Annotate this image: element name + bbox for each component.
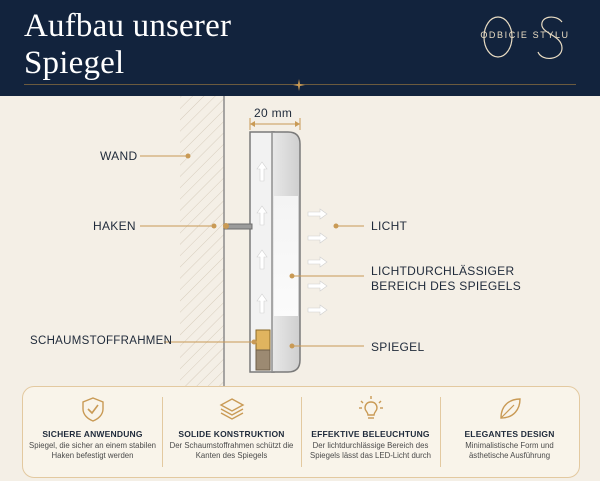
feature-title: SOLIDE KONSTRUKTION xyxy=(178,429,285,439)
label-lichtdurch-1: LICHTDURCHLÄSSIGER xyxy=(371,264,515,278)
label-schaumstoff: SCHAUMSTOFFRAHMEN xyxy=(30,335,173,347)
wall-hatching xyxy=(180,96,224,386)
logo-monogram-icon xyxy=(483,16,563,59)
title-line-2: Spiegel xyxy=(24,45,125,81)
feature-desc: Der lichtdurchlässige Bereich des Spiege… xyxy=(310,441,431,460)
feature-title: EFFEKTIVE BELEUCHTUNG xyxy=(311,429,430,439)
feature-title: SICHERE ANWENDUNG xyxy=(42,429,143,439)
foam-block xyxy=(255,329,271,351)
feature-title: ELEGANTES DESIGN xyxy=(464,429,555,439)
label-wand: WAND xyxy=(100,149,138,163)
leader-lines xyxy=(140,155,364,347)
label-lichtdurch-2: BEREICH DES SPIEGELS xyxy=(371,279,522,293)
logo-wordmark: ODBICIE STYLU xyxy=(480,30,570,40)
feature-solid-construction: SOLIDE KONSTRUKTION Der Schaumstoffrahme… xyxy=(162,387,301,477)
feature-safe-use: SICHERE ANWENDUNG Spiegel, die sicher an… xyxy=(23,387,162,477)
divider xyxy=(301,397,302,467)
lightbulb-icon xyxy=(359,396,383,419)
feature-desc: Der Schaumstoffrahmen schützt die Kanten… xyxy=(169,441,294,460)
layers-icon xyxy=(219,398,245,420)
light-rays xyxy=(307,208,328,316)
header-banner: Aufbau unserer Spiegel ODBICIE STYLU xyxy=(0,0,600,96)
page-title: Aufbau unserer Spiegel xyxy=(24,8,231,82)
divider xyxy=(162,397,163,467)
led-arrows xyxy=(256,161,268,314)
brand-logo: ODBICIE STYLU xyxy=(470,10,580,66)
shield-check-icon xyxy=(82,397,104,422)
divider xyxy=(440,397,441,467)
feature-design: ELEGANTES DESIGN Minimalistische Form un… xyxy=(440,387,579,477)
mirror-cross-section-diagram xyxy=(140,96,364,386)
feature-desc: Spiegel, die sicher an einem stabilen Ha… xyxy=(29,441,156,460)
title-line-1: Aufbau unserer xyxy=(24,8,232,44)
leaf-icon xyxy=(500,398,521,419)
sparkle-icon xyxy=(293,79,305,91)
translucent-zone xyxy=(274,196,298,316)
dimension-label: 20 mm xyxy=(254,106,293,120)
feature-desc: Minimalistische Form und ästhetische Aus… xyxy=(465,441,554,460)
label-haken: HAKEN xyxy=(93,219,136,233)
label-licht: LICHT xyxy=(371,219,408,233)
label-spiegel: SPIEGEL xyxy=(371,340,425,354)
features-panel: SICHERE ANWENDUNG Spiegel, die sicher an… xyxy=(22,386,580,478)
feature-lighting: EFFEKTIVE BELEUCHTUNG Der lichtdurchläss… xyxy=(301,387,440,477)
